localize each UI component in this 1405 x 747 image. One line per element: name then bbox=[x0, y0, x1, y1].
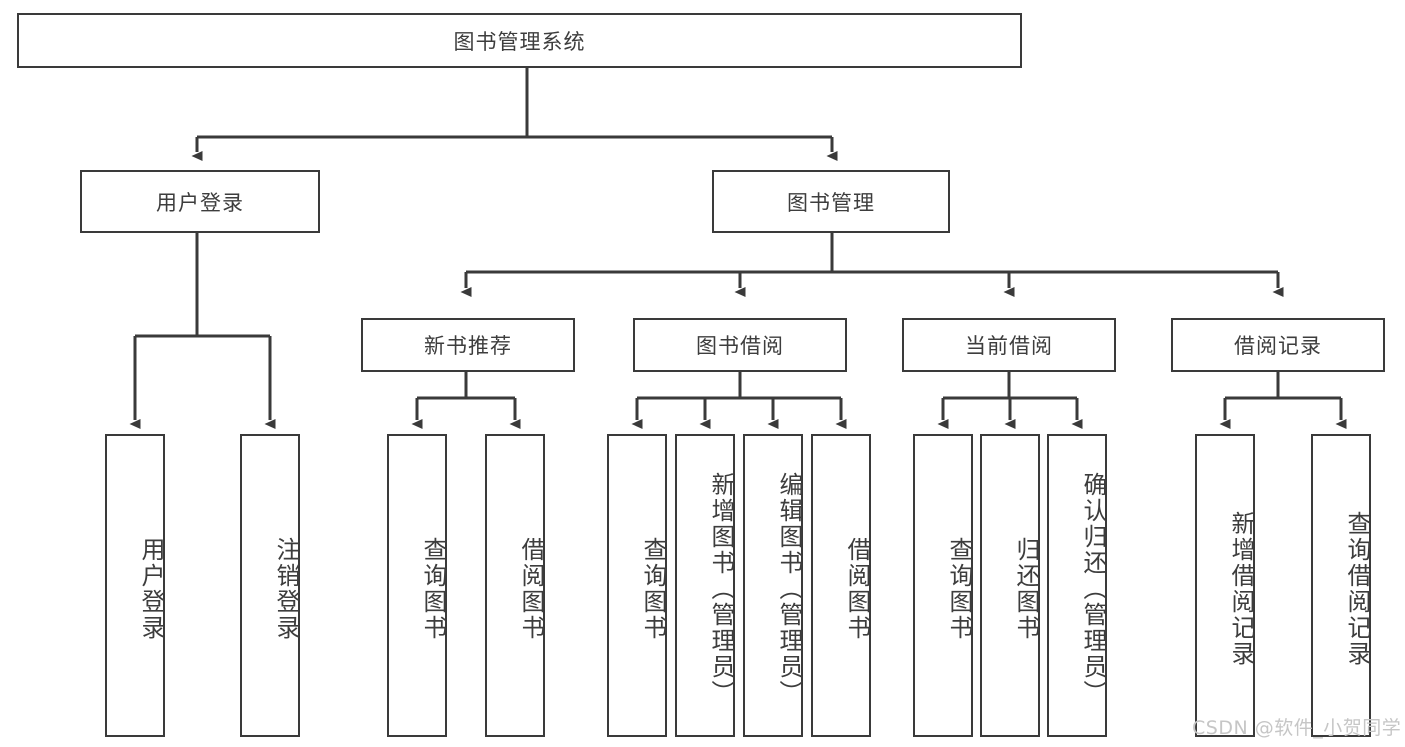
node-label: 新增图书（管理员） bbox=[707, 471, 735, 706]
leaf-user-login-login[interactable]: 用户登录 bbox=[105, 434, 165, 737]
leaf-borrow-record-query[interactable]: 查询借阅记录 bbox=[1311, 434, 1371, 737]
node-label: 图书管理 bbox=[787, 190, 875, 215]
node-label: 图书借阅 bbox=[696, 334, 784, 358]
node-label: 新书推荐 bbox=[424, 334, 512, 358]
node-new-book-recommendation[interactable]: 新书推荐 bbox=[361, 318, 575, 372]
leaf-book-borrow-add[interactable]: 新增图书（管理员） bbox=[675, 434, 735, 737]
node-label: 查询图书 bbox=[419, 536, 447, 641]
node-label: 图书管理系统 bbox=[453, 29, 586, 54]
node-label: 查询图书 bbox=[639, 536, 667, 641]
leaf-current-borrow-query[interactable]: 查询图书 bbox=[913, 434, 973, 737]
node-label: 查询借阅记录 bbox=[1343, 510, 1371, 667]
node-label: 编辑图书（管理员） bbox=[775, 471, 803, 706]
node-label: 归还图书 bbox=[1012, 536, 1040, 641]
node-label: 确认归还（管理员） bbox=[1079, 471, 1107, 706]
leaf-book-borrow-query[interactable]: 查询图书 bbox=[607, 434, 667, 737]
leaf-current-borrow-return[interactable]: 归还图书 bbox=[980, 434, 1040, 737]
leaf-user-login-logout[interactable]: 注销登录 bbox=[240, 434, 300, 737]
node-label: 借阅记录 bbox=[1234, 334, 1322, 358]
node-label: 当前借阅 bbox=[965, 334, 1053, 358]
leaf-new-book-borrow[interactable]: 借阅图书 bbox=[485, 434, 545, 737]
node-book-management[interactable]: 图书管理 bbox=[712, 170, 950, 233]
leaf-book-borrow-edit[interactable]: 编辑图书（管理员） bbox=[743, 434, 803, 737]
node-current-borrowing[interactable]: 当前借阅 bbox=[902, 318, 1116, 372]
leaf-new-book-query[interactable]: 查询图书 bbox=[387, 434, 447, 737]
leaf-borrow-record-add[interactable]: 新增借阅记录 bbox=[1195, 434, 1255, 737]
node-user-login[interactable]: 用户登录 bbox=[80, 170, 320, 233]
node-book-management-system[interactable]: 图书管理系统 bbox=[17, 13, 1022, 68]
node-label: 借阅图书 bbox=[517, 536, 545, 641]
node-label: 用户登录 bbox=[137, 536, 165, 641]
leaf-current-borrow-confirm-return[interactable]: 确认归还（管理员） bbox=[1047, 434, 1107, 737]
node-label: 注销登录 bbox=[272, 536, 300, 641]
node-label: 新增借阅记录 bbox=[1227, 510, 1255, 667]
node-label: 查询图书 bbox=[945, 536, 973, 641]
node-borrowing-records[interactable]: 借阅记录 bbox=[1171, 318, 1385, 372]
leaf-book-borrow-borrow[interactable]: 借阅图书 bbox=[811, 434, 871, 737]
node-label: 借阅图书 bbox=[843, 536, 871, 641]
node-label: 用户登录 bbox=[156, 190, 244, 215]
node-book-borrowing[interactable]: 图书借阅 bbox=[633, 318, 847, 372]
